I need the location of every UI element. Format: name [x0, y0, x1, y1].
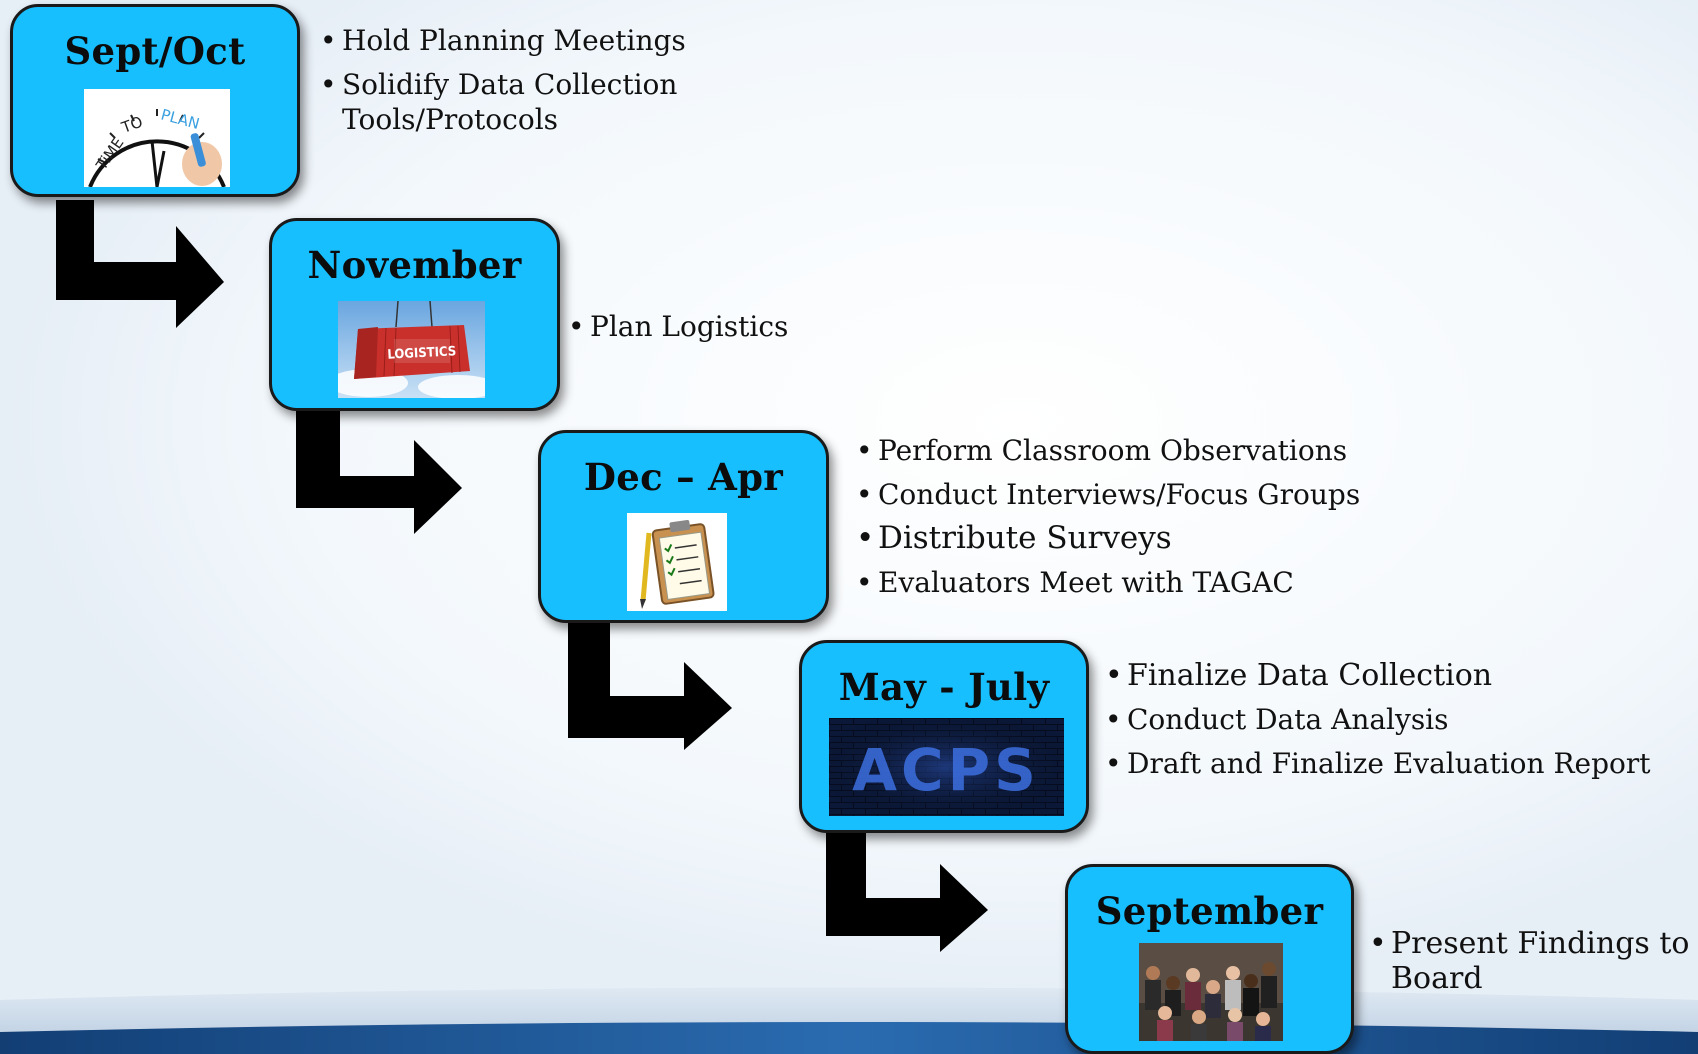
- bullet-item: Hold Planning Meetings: [318, 23, 748, 58]
- stage-september-bullets: Present Findings to Board: [1367, 926, 1697, 1005]
- arrow-icon: [296, 408, 462, 534]
- logistics-container-image: LOGISTICS: [338, 301, 485, 398]
- clock-word-to: TO: [118, 113, 145, 137]
- arrow-icon: [826, 824, 988, 952]
- bullet-item: Conduct Interviews/Focus Groups: [854, 477, 1414, 512]
- arrow-icon: [56, 200, 224, 328]
- clock-word-plan: PLAN: [159, 105, 202, 133]
- bullet-item: Conduct Data Analysis: [1103, 702, 1693, 737]
- arrow-icon: [568, 620, 732, 750]
- stage-dec-apr: Dec – Apr: [538, 430, 829, 623]
- bullet-item: Solidify Data Collection Tools/Protocols: [318, 67, 748, 137]
- stage-dec-apr-bullets: Perform Classroom Observations Conduct I…: [854, 433, 1414, 609]
- stage-title: Dec – Apr: [583, 455, 784, 499]
- stage-may-july: May - July ACPS: [799, 640, 1089, 833]
- stage-september: September: [1065, 864, 1354, 1054]
- stage-sept-oct: Sept/Oct TiME TO PLAN: [10, 4, 300, 197]
- bullet-item: Draft and Finalize Evaluation Report: [1103, 746, 1693, 781]
- stage-title: May - July: [838, 665, 1050, 709]
- stage-title: September: [1095, 889, 1324, 933]
- stage-november: November LOGISTICS: [269, 218, 560, 411]
- bullet-item: Present Findings to Board: [1367, 926, 1697, 996]
- bullet-item: Distribute Surveys: [854, 521, 1414, 557]
- bullet-item: Perform Classroom Observations: [854, 433, 1414, 468]
- bullet-item: Plan Logistics: [566, 309, 866, 344]
- board-group-photo-image: [1139, 943, 1283, 1041]
- stage-november-bullets: Plan Logistics: [566, 309, 866, 353]
- clock-word-time: TiME: [92, 134, 128, 174]
- stage-title: Sept/Oct: [64, 29, 246, 73]
- bullet-item: Evaluators Meet with TAGAC: [854, 565, 1414, 600]
- bullet-item: Finalize Data Collection: [1103, 658, 1693, 693]
- container-label: LOGISTICS: [387, 344, 457, 363]
- stage-title: November: [307, 243, 522, 287]
- acps-wall-text: ACPS: [852, 736, 1040, 804]
- clipboard-checklist-image: [627, 513, 727, 611]
- time-to-plan-clock-image: TiME TO PLAN: [84, 89, 230, 187]
- stage-sept-oct-bullets: Hold Planning Meetings Solidify Data Col…: [318, 23, 748, 146]
- stage-may-july-bullets: Finalize Data Collection Conduct Data An…: [1103, 658, 1693, 790]
- acps-brick-wall-image: ACPS: [829, 718, 1064, 816]
